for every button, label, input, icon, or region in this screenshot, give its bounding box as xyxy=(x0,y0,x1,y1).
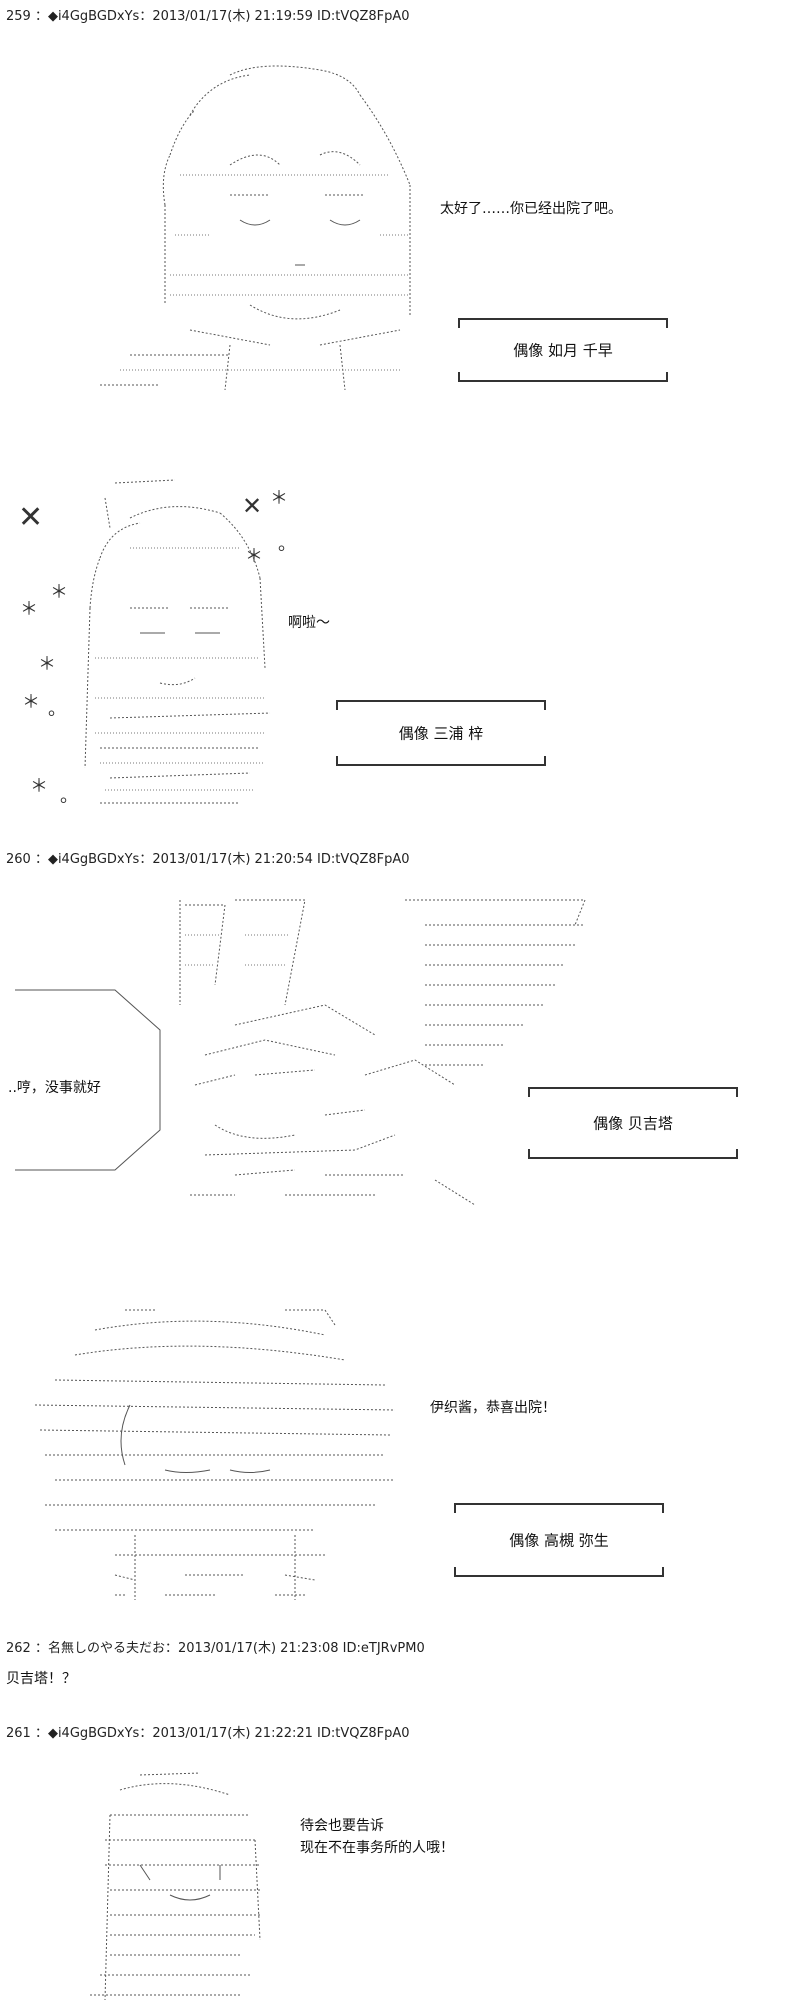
yayoi-speech: 伊织酱，恭喜出院！ xyxy=(430,1400,556,1416)
dot-sparkle-icon: 。 xyxy=(60,786,78,807)
cross-sparkle-icon: ✕ xyxy=(18,500,44,535)
vegeta-speech-bubble xyxy=(15,989,161,1171)
asterisk-sparkle-icon: ＊ xyxy=(270,488,288,509)
azusa-ascii-art xyxy=(84,479,271,804)
vegeta-nameplate-label: 偶像 贝吉塔 xyxy=(593,1114,673,1133)
chihaya-nameplate-label: 偶像 如月 千早 xyxy=(513,341,613,360)
vegeta-ascii-art xyxy=(179,899,586,1206)
azusa-nameplate: 偶像 三浦 梓 xyxy=(336,700,546,766)
vegeta-speech: ..哼，没事就好 xyxy=(8,1080,101,1096)
vegeta-nameplate: 偶像 贝吉塔 xyxy=(528,1087,738,1159)
asterisk-sparkle-icon: ＊ xyxy=(245,546,263,567)
asterisk-sparkle-icon: ＊ xyxy=(22,692,40,713)
post-259-header: 259 ：◆i4GgBGDxYs：2013/01/17(木) 21:19:59 … xyxy=(6,9,410,24)
post-261-header: 261 ：◆i4GgBGDxYs：2013/01/17(木) 21:22:21 … xyxy=(6,1726,410,1741)
cross-sparkle-icon: ✕ xyxy=(242,492,263,520)
final-ascii-art xyxy=(90,1772,261,2000)
chihaya-speech: 太好了……你已经出院了吧。 xyxy=(440,201,622,217)
chihaya-ascii-art xyxy=(100,65,411,391)
asterisk-sparkle-icon: ＊ xyxy=(50,582,68,603)
post-262-header: 262 ：名無しのやる夫だお：2013/01/17(木) 21:23:08 ID… xyxy=(6,1641,425,1656)
chihaya-nameplate: 偶像 如月 千早 xyxy=(458,318,668,382)
dot-sparkle-icon: 。 xyxy=(278,534,296,555)
final-speech-line-1: 待会也要告诉 xyxy=(300,1818,384,1834)
asterisk-sparkle-icon: ＊ xyxy=(38,654,56,675)
azusa-nameplate-label: 偶像 三浦 梓 xyxy=(398,724,484,743)
azusa-speech: 啊啦～ xyxy=(288,615,330,631)
asterisk-sparkle-icon: ＊ xyxy=(30,776,48,797)
final-speech-line-2: 现在不在事务所的人哦！ xyxy=(300,1840,454,1856)
post-260-header: 260 ：◆i4GgBGDxYs：2013/01/17(木) 21:20:54 … xyxy=(6,852,410,867)
asterisk-sparkle-icon: ＊ xyxy=(20,599,38,620)
yayoi-nameplate: 偶像 高槻 弥生 xyxy=(454,1503,664,1577)
yayoi-ascii-art xyxy=(34,1309,396,1600)
yayoi-nameplate-label: 偶像 高槻 弥生 xyxy=(509,1531,609,1550)
post-262-body: 贝吉塔！？ xyxy=(6,1671,76,1687)
dot-sparkle-icon: 。 xyxy=(48,699,66,720)
